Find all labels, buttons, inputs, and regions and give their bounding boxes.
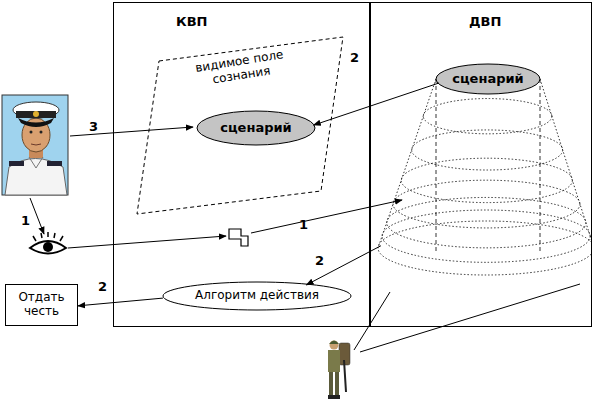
panel-heading: ДВП bbox=[469, 15, 529, 30]
arrow-line bbox=[68, 236, 226, 248]
eye-symbol bbox=[30, 232, 66, 254]
speech-callout bbox=[354, 284, 580, 352]
cone-ring bbox=[423, 99, 552, 134]
action-box: Отдать честь bbox=[5, 284, 78, 326]
soldier-boot bbox=[334, 395, 340, 399]
arrow-connector bbox=[306, 246, 381, 285]
cap-badge bbox=[33, 111, 39, 117]
arrow-line bbox=[30, 198, 44, 234]
cap-visor bbox=[18, 118, 54, 127]
soldier-leg bbox=[335, 372, 339, 396]
scenario-cone-outline bbox=[373, 63, 592, 278]
scenario-cone: сценарий bbox=[373, 63, 592, 278]
node-label: видимое поле сознания bbox=[182, 46, 300, 91]
callout-number: 2 bbox=[315, 253, 324, 268]
callout-number: 2 bbox=[350, 50, 359, 65]
callout-number: 2 bbox=[98, 279, 107, 294]
cone-top bbox=[436, 64, 540, 94]
node-label: сценарий bbox=[196, 110, 316, 146]
shoulder-board bbox=[47, 161, 62, 166]
cap-band bbox=[16, 111, 56, 118]
cone-ring bbox=[387, 197, 586, 247]
arrow-line bbox=[251, 200, 402, 233]
eye-lashes bbox=[33, 232, 63, 241]
consciousness-field: сценарий видимое поле сознания bbox=[137, 37, 343, 214]
ellipse-outline bbox=[163, 282, 351, 310]
shoulder-board bbox=[9, 161, 24, 166]
officer-shirt bbox=[5, 159, 67, 196]
arrow-connector bbox=[314, 83, 439, 125]
scenario-ellipse: сценарий bbox=[196, 110, 316, 146]
officer-mouth bbox=[31, 144, 41, 145]
node-label: Алгоритм действия bbox=[162, 281, 352, 311]
soldier-rifle bbox=[344, 360, 346, 392]
portrait-background bbox=[2, 95, 68, 195]
soldier-helmet bbox=[329, 341, 339, 345]
cone-ring bbox=[378, 221, 592, 275]
callout-number: 3 bbox=[89, 119, 98, 134]
cone-ring bbox=[382, 210, 590, 262]
arrow-line bbox=[70, 127, 193, 136]
dashed-outline bbox=[137, 37, 343, 214]
cone-drawing bbox=[378, 64, 592, 275]
shirt-collar bbox=[29, 157, 43, 168]
soldier-figure bbox=[328, 341, 350, 400]
node-label: Отдать честь bbox=[6, 285, 77, 325]
panel-frame: сценарий ДВП bbox=[370, 2, 592, 327]
soldier-boot bbox=[328, 395, 334, 399]
callout-number: 1 bbox=[299, 217, 308, 232]
officer-eye bbox=[40, 131, 43, 134]
arrow-connector bbox=[78, 298, 163, 306]
cap-crown bbox=[13, 102, 59, 118]
cone-side bbox=[378, 79, 592, 248]
callout-number: 1 bbox=[21, 213, 30, 228]
eye-iris bbox=[43, 242, 53, 252]
soldier-leg bbox=[329, 372, 333, 396]
soldier-body bbox=[328, 350, 340, 372]
ellipse-outline bbox=[197, 111, 315, 145]
stimulus-symbol bbox=[229, 229, 248, 246]
cone-core bbox=[436, 79, 540, 254]
action-ellipse: Алгоритм действия bbox=[162, 281, 352, 311]
officer-eye bbox=[30, 131, 33, 134]
eye-outline bbox=[30, 241, 66, 254]
panel-frame: сценарий видимое поле сознанияАлгоритм де… bbox=[113, 2, 370, 327]
node-label: сценарий bbox=[436, 64, 540, 94]
soldier-head bbox=[330, 341, 339, 350]
panel-heading: КВП bbox=[176, 15, 236, 30]
officer-figure bbox=[2, 95, 68, 195]
